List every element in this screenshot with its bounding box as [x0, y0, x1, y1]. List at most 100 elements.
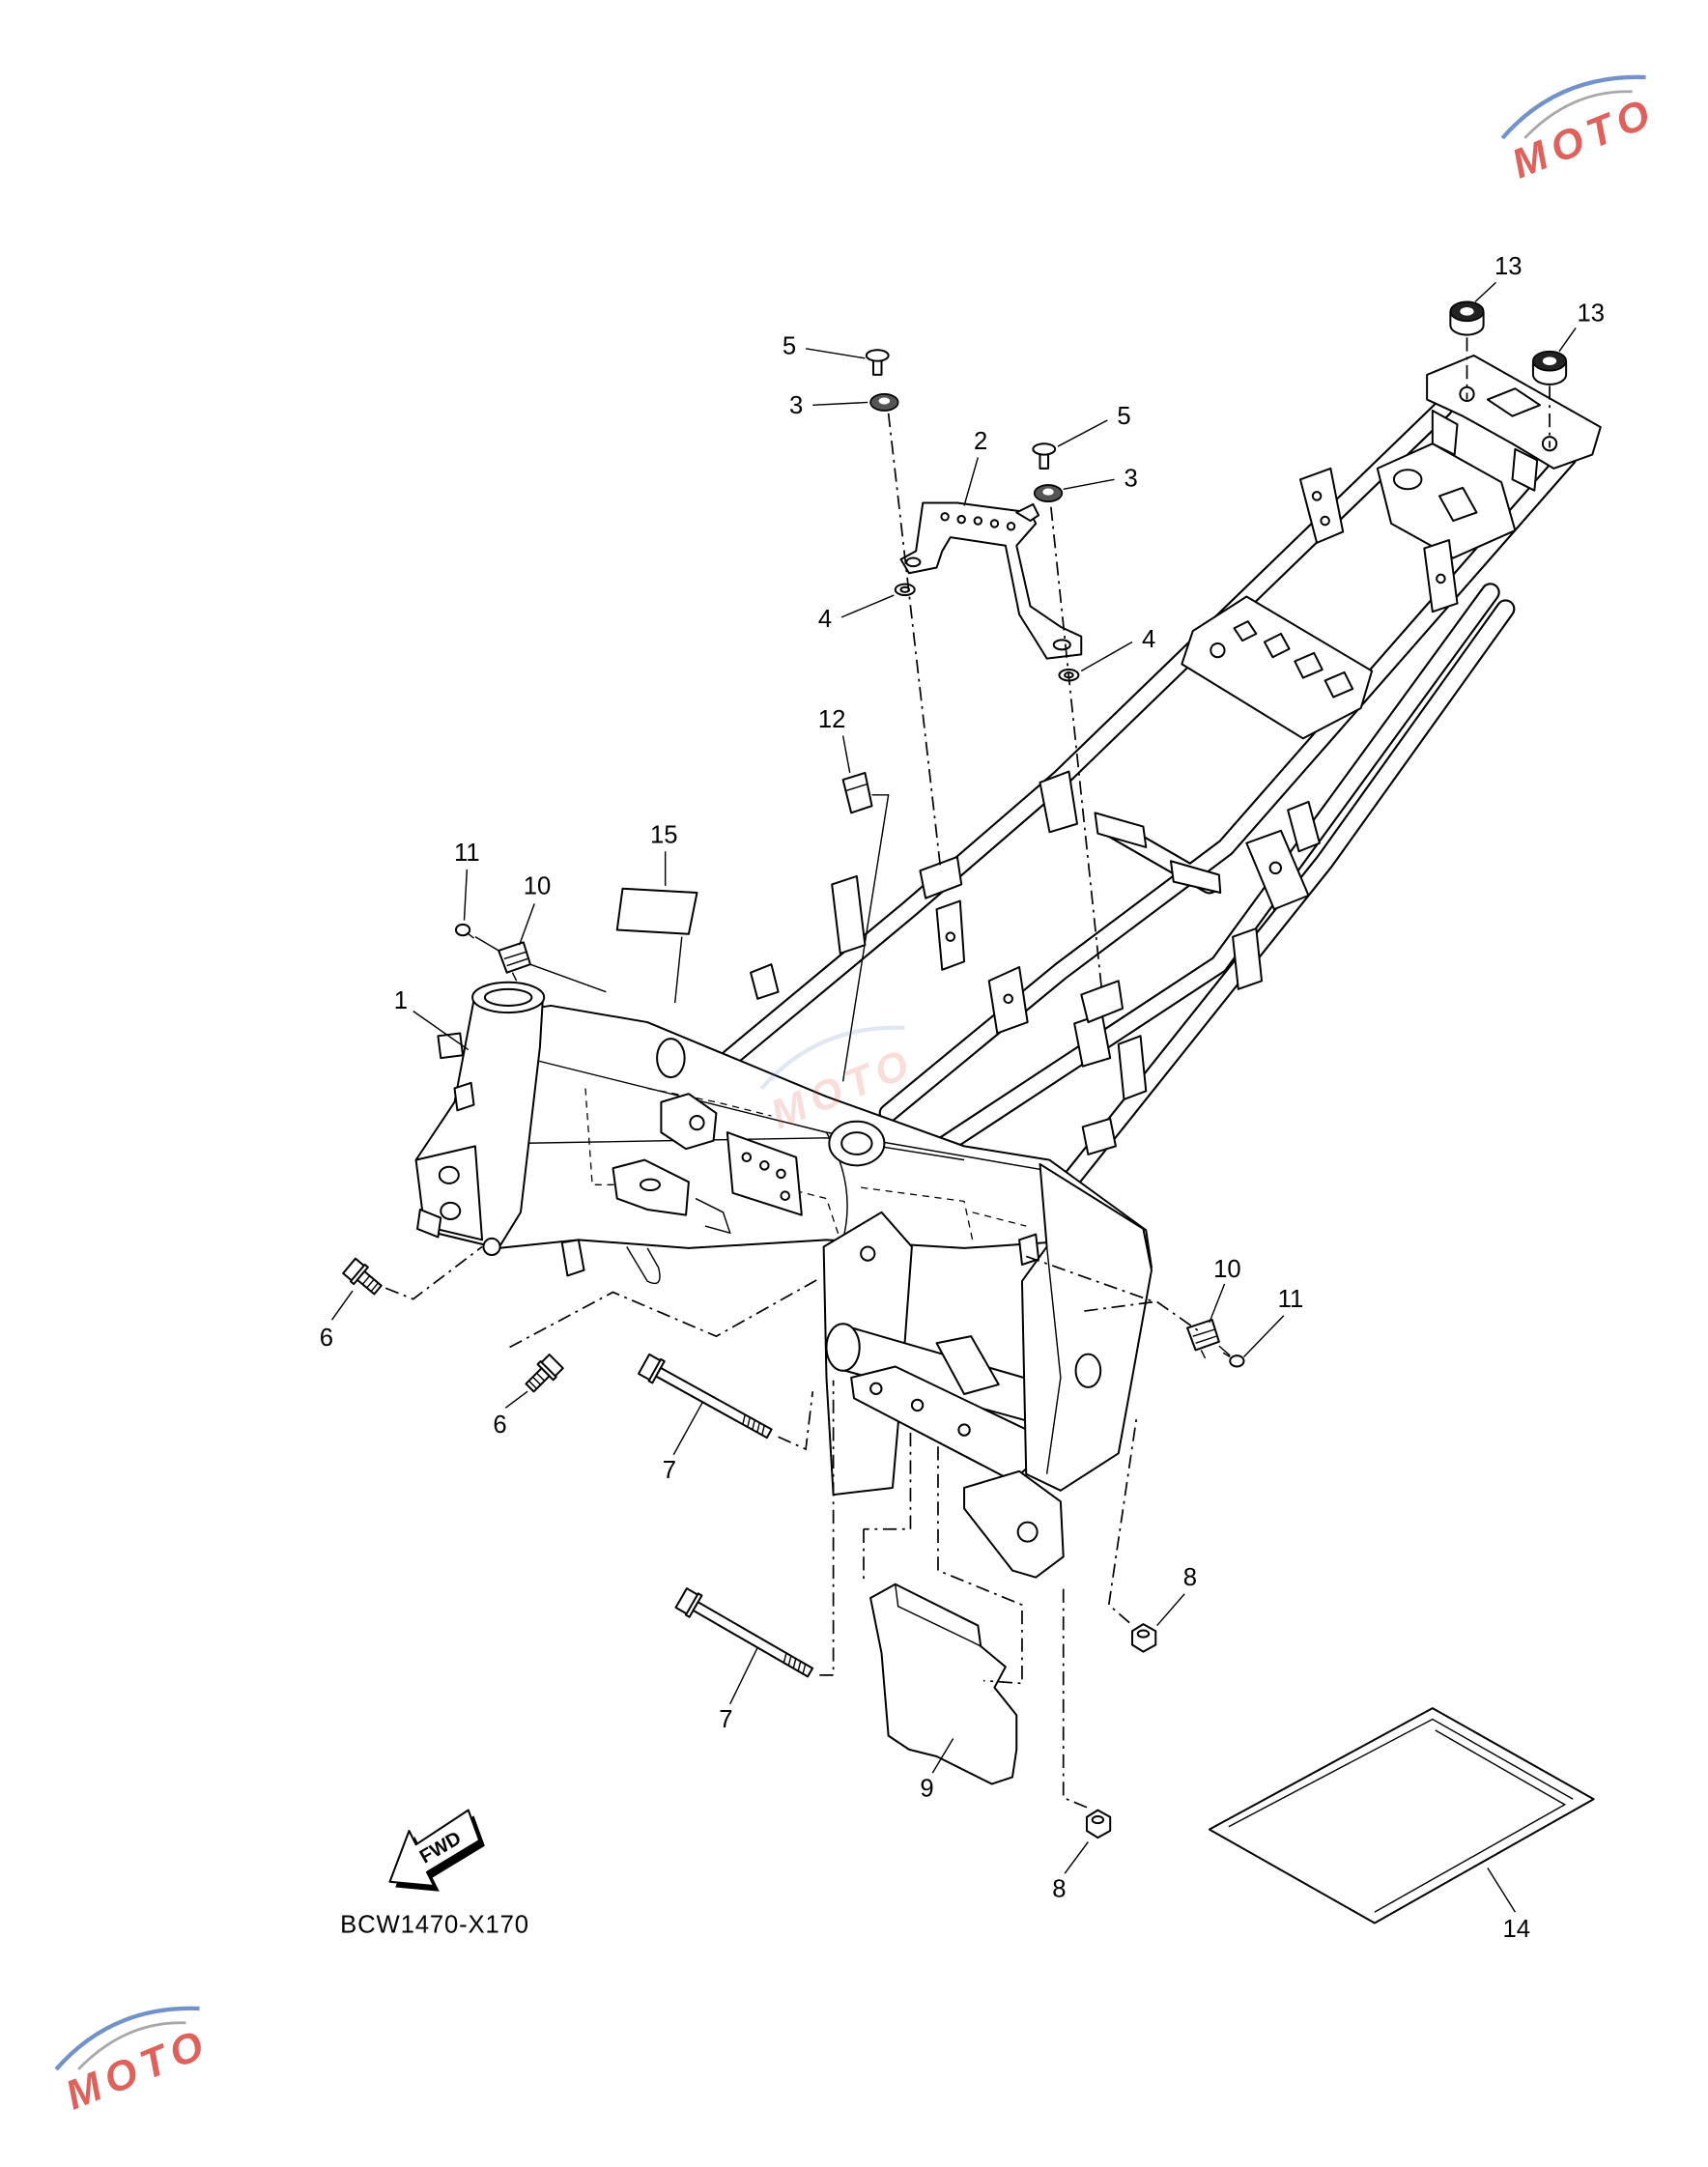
leader-line [331, 1290, 354, 1321]
leader-line [805, 348, 866, 359]
rear-frame-box-hole [1392, 469, 1423, 491]
subframe-bracket [1232, 927, 1264, 990]
attachment-line [474, 936, 499, 952]
frame-cover-edge [895, 1583, 982, 1647]
cross-plate-round-hole [1210, 642, 1226, 659]
engine-hanger [963, 1469, 1065, 1579]
callout-label: 10 [1213, 1256, 1241, 1283]
lower-mount-hole [957, 1423, 971, 1437]
clip-teeth [1192, 1328, 1217, 1359]
assembly-line [887, 413, 942, 871]
assembly-line [1156, 1300, 1199, 1332]
manual-page-edge [1228, 1718, 1574, 1828]
bracket-tab [1015, 502, 1040, 523]
lower-mount-hole [910, 1398, 925, 1412]
bolt-thread [527, 1372, 546, 1389]
callout-label: 5 [783, 333, 796, 360]
callout-label: 13 [1494, 253, 1523, 280]
bracket-hole [973, 516, 983, 526]
screw-11 [454, 923, 474, 939]
front-mount-hole [440, 1201, 462, 1220]
bolt-shank [356, 1270, 383, 1296]
watermark-swoosh-accent [77, 2021, 186, 2070]
screw-head [1229, 1354, 1245, 1368]
callout-label: 4 [818, 606, 832, 633]
nut-bore [1091, 1815, 1105, 1825]
callout-label: 7 [719, 1706, 732, 1733]
screw [1032, 442, 1057, 470]
bracket-hole [1003, 993, 1013, 1005]
leader-line [1474, 281, 1496, 302]
bracket-hole [945, 931, 956, 942]
engine-mount-tab [660, 1093, 718, 1151]
leader-line [1080, 641, 1133, 672]
leader-line [672, 1402, 703, 1456]
pivot-hole [860, 1245, 876, 1262]
collar-bore [878, 397, 891, 405]
pivot-bracket [935, 1335, 1000, 1396]
rubber-damper [1531, 350, 1568, 385]
assembly-line [778, 1391, 814, 1451]
bottom-boss [482, 1237, 501, 1257]
assembly-line [1025, 1255, 1155, 1313]
leader-line [1242, 1315, 1285, 1358]
callout-label: 3 [789, 392, 803, 419]
callout-label: 6 [493, 1411, 506, 1439]
rear-hanging-tab [1431, 409, 1459, 456]
mount-hole [759, 1160, 770, 1171]
pivot-boss [1074, 1353, 1102, 1388]
bracket-hole [1006, 522, 1016, 531]
leader-line [518, 903, 535, 946]
fender-mount-bracket [919, 855, 963, 899]
cross-plate-hole [1263, 632, 1291, 659]
subframe-bracket [1287, 800, 1321, 853]
headstock-tab [453, 1081, 475, 1112]
upper-cross-tube-bore [840, 1131, 873, 1155]
forward-arrow-shape [388, 1809, 481, 1888]
leader-line [812, 401, 868, 407]
subframe-bracket [1039, 770, 1078, 834]
side-tab [1081, 1117, 1117, 1155]
leader-line [963, 457, 980, 506]
watermark-swoosh-accent [1523, 90, 1633, 139]
callout-label: 6 [320, 1325, 333, 1352]
screw-head [1032, 442, 1057, 456]
callout-label: 13 [1578, 299, 1606, 327]
assembly-lines [384, 337, 1551, 1809]
seat-cross-plate [1181, 595, 1374, 740]
seat-rail-right [880, 449, 1576, 1121]
leader-lines [331, 281, 1577, 1913]
headstock-tab [437, 1032, 465, 1060]
hose-clip-wire [626, 1246, 661, 1285]
screw-head [865, 349, 890, 362]
bracket-hole [1320, 515, 1330, 527]
callout-label: 1 [394, 987, 408, 1014]
mount-hole [780, 1190, 790, 1201]
attachment-line [673, 936, 683, 1004]
headstock-bore [483, 987, 533, 1007]
bracket-hole [989, 519, 1000, 528]
callout-label: 2 [974, 428, 987, 455]
hose-clip-wire [695, 1197, 731, 1235]
mount-hole [689, 1115, 705, 1131]
leader-line [729, 1647, 758, 1705]
front-mount-hole [438, 1165, 460, 1184]
bracket-hole [956, 514, 966, 525]
manual-outline [1208, 1707, 1595, 1925]
callout-label: 9 [920, 1775, 933, 1802]
bolt-6 [342, 1257, 383, 1296]
nut-8 [1131, 1623, 1157, 1653]
cross-plate-hole [1294, 651, 1324, 679]
bolt-shank [692, 1601, 814, 1678]
watermark-swoosh [759, 1025, 905, 1091]
leader-line [841, 735, 851, 774]
frame [414, 354, 1602, 1579]
bolt-7 [674, 1587, 814, 1678]
assembly-line [937, 1446, 1023, 1685]
callout-label: 3 [1124, 465, 1137, 492]
damper-bore [1542, 356, 1557, 365]
leader-line [931, 1738, 954, 1774]
pivot-plate-right [1020, 1162, 1153, 1492]
watermark-swoosh [54, 2006, 200, 2071]
mount-hole [741, 1152, 753, 1163]
